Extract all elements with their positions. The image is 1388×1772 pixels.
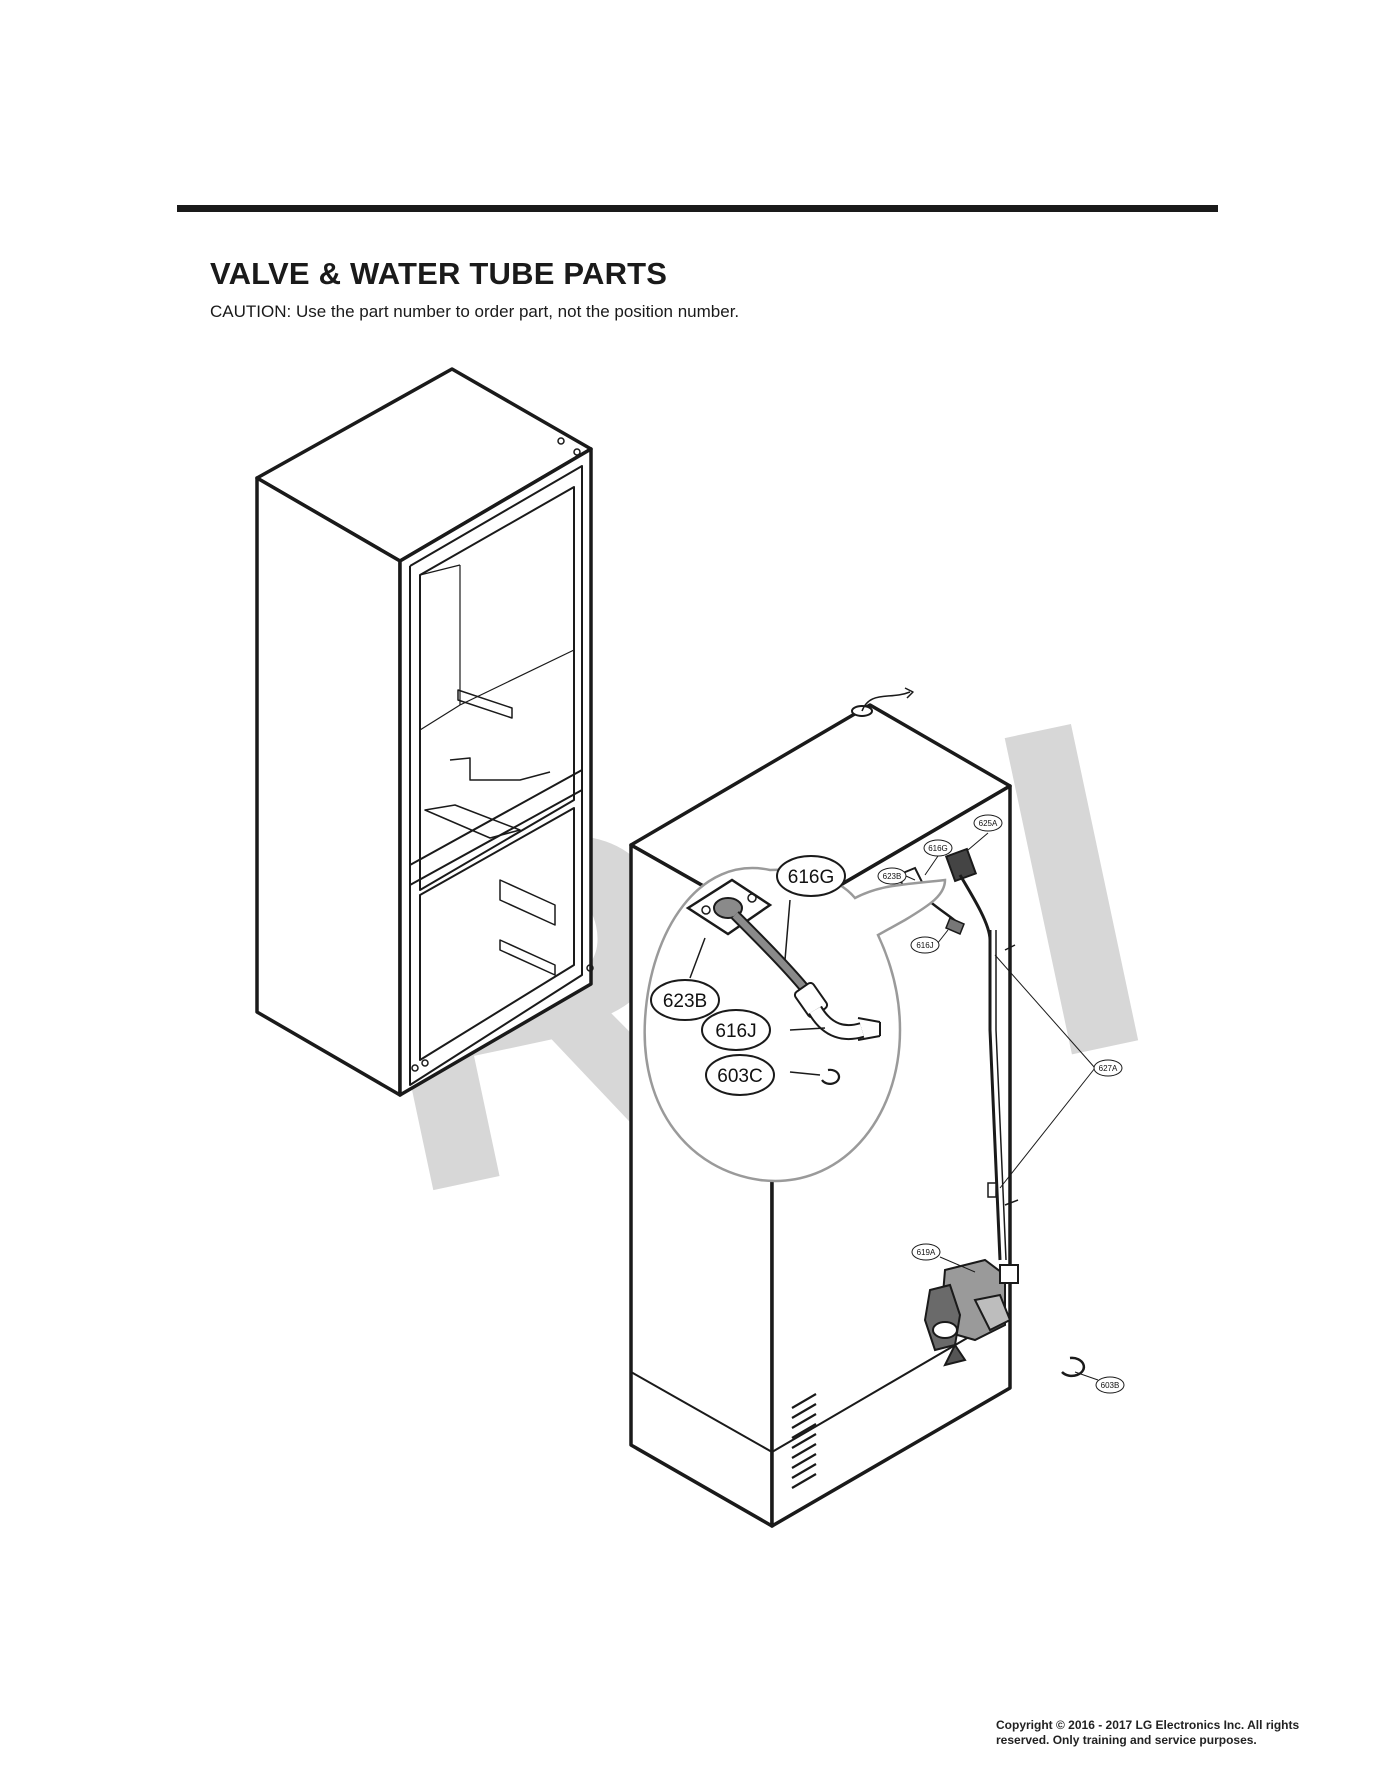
caution-note: CAUTION: Use the part number to order pa… — [210, 302, 740, 321]
part-labels — [905, 832, 1099, 1381]
copyright-notice: Copyright © 2016 - 2017 LG Electronics I… — [996, 1718, 1300, 1747]
detail-view: 623B 616G 616J 603C — [643, 855, 947, 1183]
label-625a: 625A — [973, 814, 1003, 832]
label-616g: 616G — [923, 839, 953, 857]
label-623b: 623B — [877, 867, 907, 885]
callout-616j: 616J — [701, 1009, 771, 1051]
svg-text:616J: 616J — [916, 941, 933, 950]
header-rule — [177, 205, 1218, 212]
callout-623b: 623B — [650, 979, 720, 1021]
water-valve — [923, 1258, 1019, 1367]
svg-text:616G: 616G — [928, 844, 948, 853]
page-title: VALVE & WATER TUBE PARTS — [210, 256, 668, 291]
svg-text:603B: 603B — [1101, 1381, 1120, 1390]
cabinet-interior — [255, 367, 594, 1097]
label-616j: 616J — [910, 936, 940, 954]
svg-text:616J: 616J — [715, 1021, 756, 1042]
label-603b: 603B — [1095, 1376, 1125, 1394]
svg-text:625A: 625A — [979, 819, 998, 828]
clip-603b — [1061, 1356, 1086, 1378]
label-627a: 627A — [1093, 1059, 1123, 1077]
svg-text:623B: 623B — [663, 991, 707, 1012]
svg-text:603C: 603C — [717, 1066, 762, 1087]
callout-603c: 603C — [705, 1054, 775, 1096]
svg-text:623B: 623B — [883, 872, 902, 881]
callout-616g: 616G — [776, 855, 846, 897]
svg-text:616G: 616G — [788, 867, 834, 888]
svg-text:619A: 619A — [917, 1248, 936, 1257]
label-619a: 619A — [911, 1243, 941, 1261]
svg-text:627A: 627A — [1099, 1064, 1118, 1073]
